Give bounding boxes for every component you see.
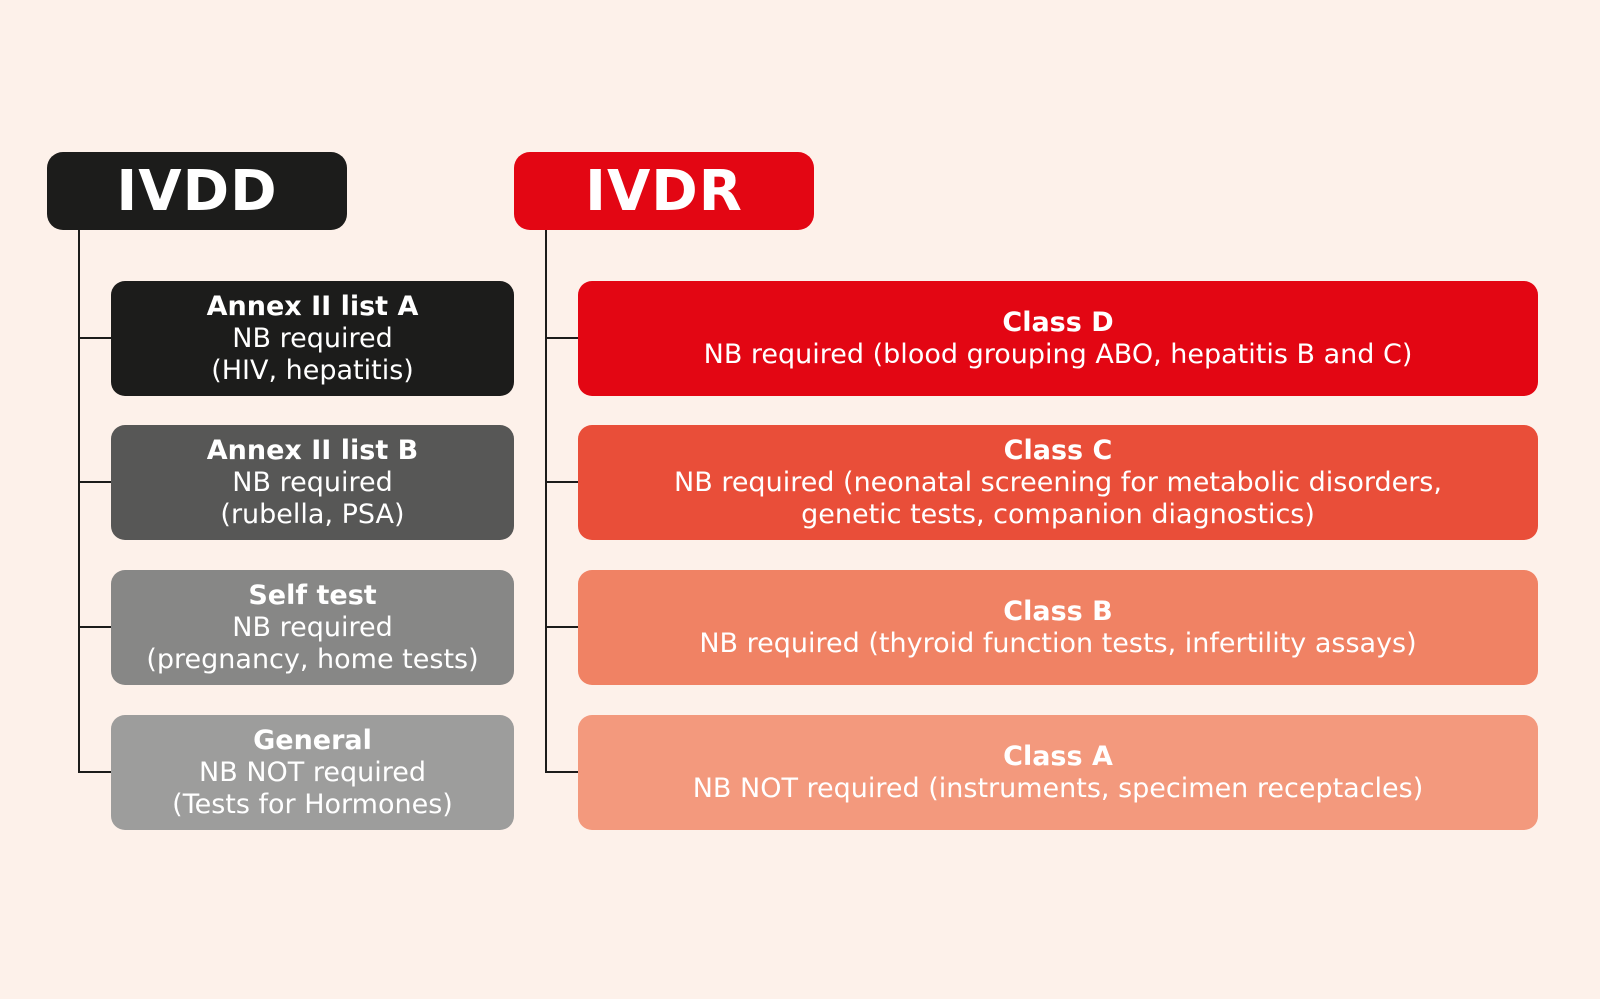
ivdr-header: IVDR <box>514 152 814 230</box>
ivdr-class-a-box: Class A NB NOT required (instruments, sp… <box>578 715 1538 830</box>
box-title: General <box>253 724 372 756</box>
ivdd-connector-branch <box>78 626 111 628</box>
ivdr-connector-branch <box>545 481 578 483</box>
box-line: NB required (neonatal screening for meta… <box>674 466 1442 498</box>
ivdd-connector-trunk <box>78 230 80 773</box>
box-title: Self test <box>248 579 377 611</box>
ivdr-class-d-box: Class D NB required (blood grouping ABO,… <box>578 281 1538 396</box>
ivdr-connector-branch <box>545 771 578 773</box>
box-title: Class D <box>1002 306 1114 338</box>
ivdd-connector-branch <box>78 771 111 773</box>
box-line: NB required (blood grouping ABO, hepatit… <box>703 338 1413 370</box>
ivdr-connector-branch <box>545 337 578 339</box>
box-title: Annex II list A <box>206 290 419 322</box>
box-line: genetic tests, companion diagnostics) <box>801 498 1315 530</box>
ivdr-connector-branch <box>545 626 578 628</box>
box-line: NB required <box>232 322 393 354</box>
ivdd-annex-ii-list-a-box: Annex II list A NB required (HIV, hepati… <box>111 281 514 396</box>
box-line: (Tests for Hormones) <box>172 788 453 820</box>
ivdd-connector-branch <box>78 337 111 339</box>
box-line: NB required (thyroid function tests, inf… <box>699 627 1417 659</box>
ivdr-class-b-box: Class B NB required (thyroid function te… <box>578 570 1538 685</box>
box-title: Class A <box>1003 740 1113 772</box>
box-title: Class C <box>1003 434 1113 466</box>
box-title: Annex II list B <box>206 434 419 466</box>
ivdd-annex-ii-list-b-box: Annex II list B NB required (rubella, PS… <box>111 425 514 540</box>
box-line: NB required <box>232 611 393 643</box>
box-line: (rubella, PSA) <box>220 498 405 530</box>
ivdr-connector-trunk <box>545 230 547 773</box>
box-line: NB required <box>232 466 393 498</box>
ivdr-class-c-box: Class C NB required (neonatal screening … <box>578 425 1538 540</box>
box-line: (HIV, hepatitis) <box>211 354 414 386</box>
box-line: NB NOT required <box>199 756 426 788</box>
ivdd-header: IVDD <box>47 152 347 230</box>
box-title: Class B <box>1003 595 1113 627</box>
ivdd-connector-branch <box>78 481 111 483</box>
box-line: (pregnancy, home tests) <box>146 643 479 675</box>
ivdd-general-box: General NB NOT required (Tests for Hormo… <box>111 715 514 830</box>
ivdd-self-test-box: Self test NB required (pregnancy, home t… <box>111 570 514 685</box>
box-line: NB NOT required (instruments, specimen r… <box>692 772 1424 804</box>
